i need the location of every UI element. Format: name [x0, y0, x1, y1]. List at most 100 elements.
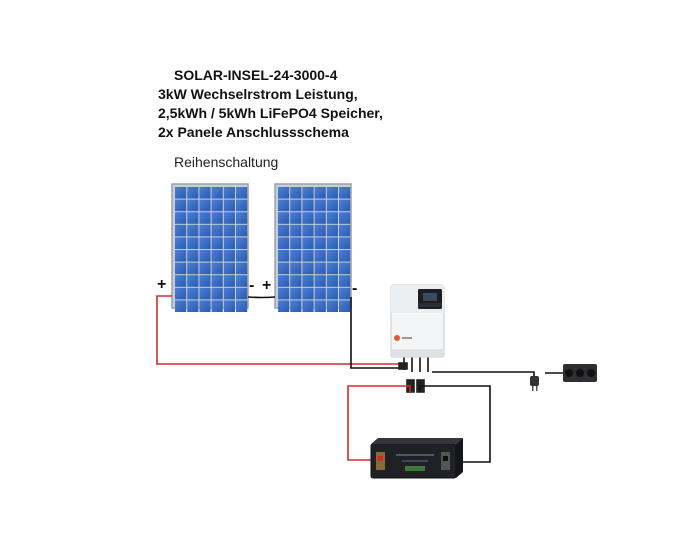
solar-cell — [278, 224, 290, 237]
solar-cell — [314, 250, 326, 262]
solar-cell — [223, 199, 235, 212]
solar-cell — [187, 275, 199, 287]
solar-cell — [302, 300, 314, 312]
solar-cell — [290, 300, 302, 312]
solar-cell — [199, 199, 211, 212]
solar-cell — [314, 262, 326, 275]
solar-cell — [290, 212, 302, 224]
solar-cell — [339, 212, 351, 224]
solar-cell — [175, 212, 187, 224]
solar-cell — [278, 212, 290, 224]
solar-cell — [302, 250, 314, 262]
solar-cell — [290, 237, 302, 249]
title-line-schema: 2x Panele Anschlussschema — [158, 124, 349, 140]
solar-cell — [199, 262, 211, 275]
solar-cell — [339, 237, 351, 249]
solar-cell — [326, 237, 338, 249]
solar-cell — [290, 287, 302, 300]
solar-cell — [223, 187, 235, 199]
solar-cell — [302, 237, 314, 249]
solar-cell — [278, 300, 290, 312]
solar-cell — [290, 199, 302, 212]
panel-1-minus-label: - — [249, 277, 254, 294]
solar-cell — [187, 224, 199, 237]
solar-cell — [290, 262, 302, 275]
title-line-power: 3kW Wechselrstrom Leistung, — [158, 86, 358, 102]
solar-cell — [187, 187, 199, 199]
solar-cell — [199, 300, 211, 312]
solar-cell — [326, 212, 338, 224]
solar-cell — [278, 287, 290, 300]
solar-cell — [187, 250, 199, 262]
solar-cell — [187, 212, 199, 224]
solar-cell — [211, 199, 223, 212]
solar-cell — [314, 224, 326, 237]
solar-cell — [326, 287, 338, 300]
solar-cell — [211, 237, 223, 249]
panel-2-plus-label: + — [262, 277, 271, 294]
solar-cell — [302, 187, 314, 199]
solar-cell — [211, 287, 223, 300]
solar-cell — [211, 300, 223, 312]
solar-cell — [339, 187, 351, 199]
solar-cell — [290, 275, 302, 287]
connection-type-label: Reihenschaltung — [174, 154, 279, 170]
solar-cell — [236, 287, 248, 300]
solar-cell — [278, 250, 290, 262]
solar-cell — [175, 275, 187, 287]
title-block: SOLAR-INSEL-24-3000-4 3kW Wechselrstrom … — [158, 66, 383, 142]
solar-cell — [211, 187, 223, 199]
solar-cell — [326, 262, 338, 275]
solar-cell — [223, 224, 235, 237]
solar-cell — [290, 250, 302, 262]
solar-cell — [211, 275, 223, 287]
solar-cell — [339, 287, 351, 300]
solar-cell — [326, 224, 338, 237]
solar-cell — [175, 187, 187, 199]
solar-cell — [187, 199, 199, 212]
solar-cell — [199, 250, 211, 262]
solar-cell — [314, 287, 326, 300]
solar-cell — [175, 224, 187, 237]
title-line-model: SOLAR-INSEL-24-3000-4 — [174, 67, 338, 83]
solar-cell — [211, 262, 223, 275]
solar-cell — [278, 275, 290, 287]
solar-cell — [236, 212, 248, 224]
solar-cell — [223, 262, 235, 275]
solar-cell — [326, 199, 338, 212]
solar-cell — [211, 250, 223, 262]
wires — [156, 295, 535, 463]
solar-cell — [236, 250, 248, 262]
solar-cell — [290, 224, 302, 237]
power-strip — [545, 364, 597, 382]
plug-icon — [530, 376, 539, 391]
solar-cell — [175, 287, 187, 300]
solar-cell — [302, 287, 314, 300]
solar-cell — [187, 300, 199, 312]
solar-cell — [326, 187, 338, 199]
solar-cell — [223, 237, 235, 249]
solar-cell — [199, 224, 211, 237]
solar-panel-2 — [274, 183, 352, 312]
solar-cell — [199, 212, 211, 224]
solar-cell — [175, 262, 187, 275]
panel-2-minus-label: - — [352, 280, 357, 297]
solar-cell — [187, 237, 199, 249]
solar-cell — [223, 212, 235, 224]
solar-cell — [236, 199, 248, 212]
solar-cell — [339, 199, 351, 212]
solar-cell — [278, 262, 290, 275]
solar-cell — [314, 199, 326, 212]
solar-cell — [302, 199, 314, 212]
solar-cell — [211, 224, 223, 237]
solar-cell — [175, 300, 187, 312]
solar-cell — [199, 275, 211, 287]
solar-cell — [339, 250, 351, 262]
solar-cell — [223, 275, 235, 287]
solar-cell — [236, 275, 248, 287]
solar-cell — [175, 199, 187, 212]
solar-cell — [278, 187, 290, 199]
solar-cell — [302, 224, 314, 237]
solar-cell — [326, 275, 338, 287]
